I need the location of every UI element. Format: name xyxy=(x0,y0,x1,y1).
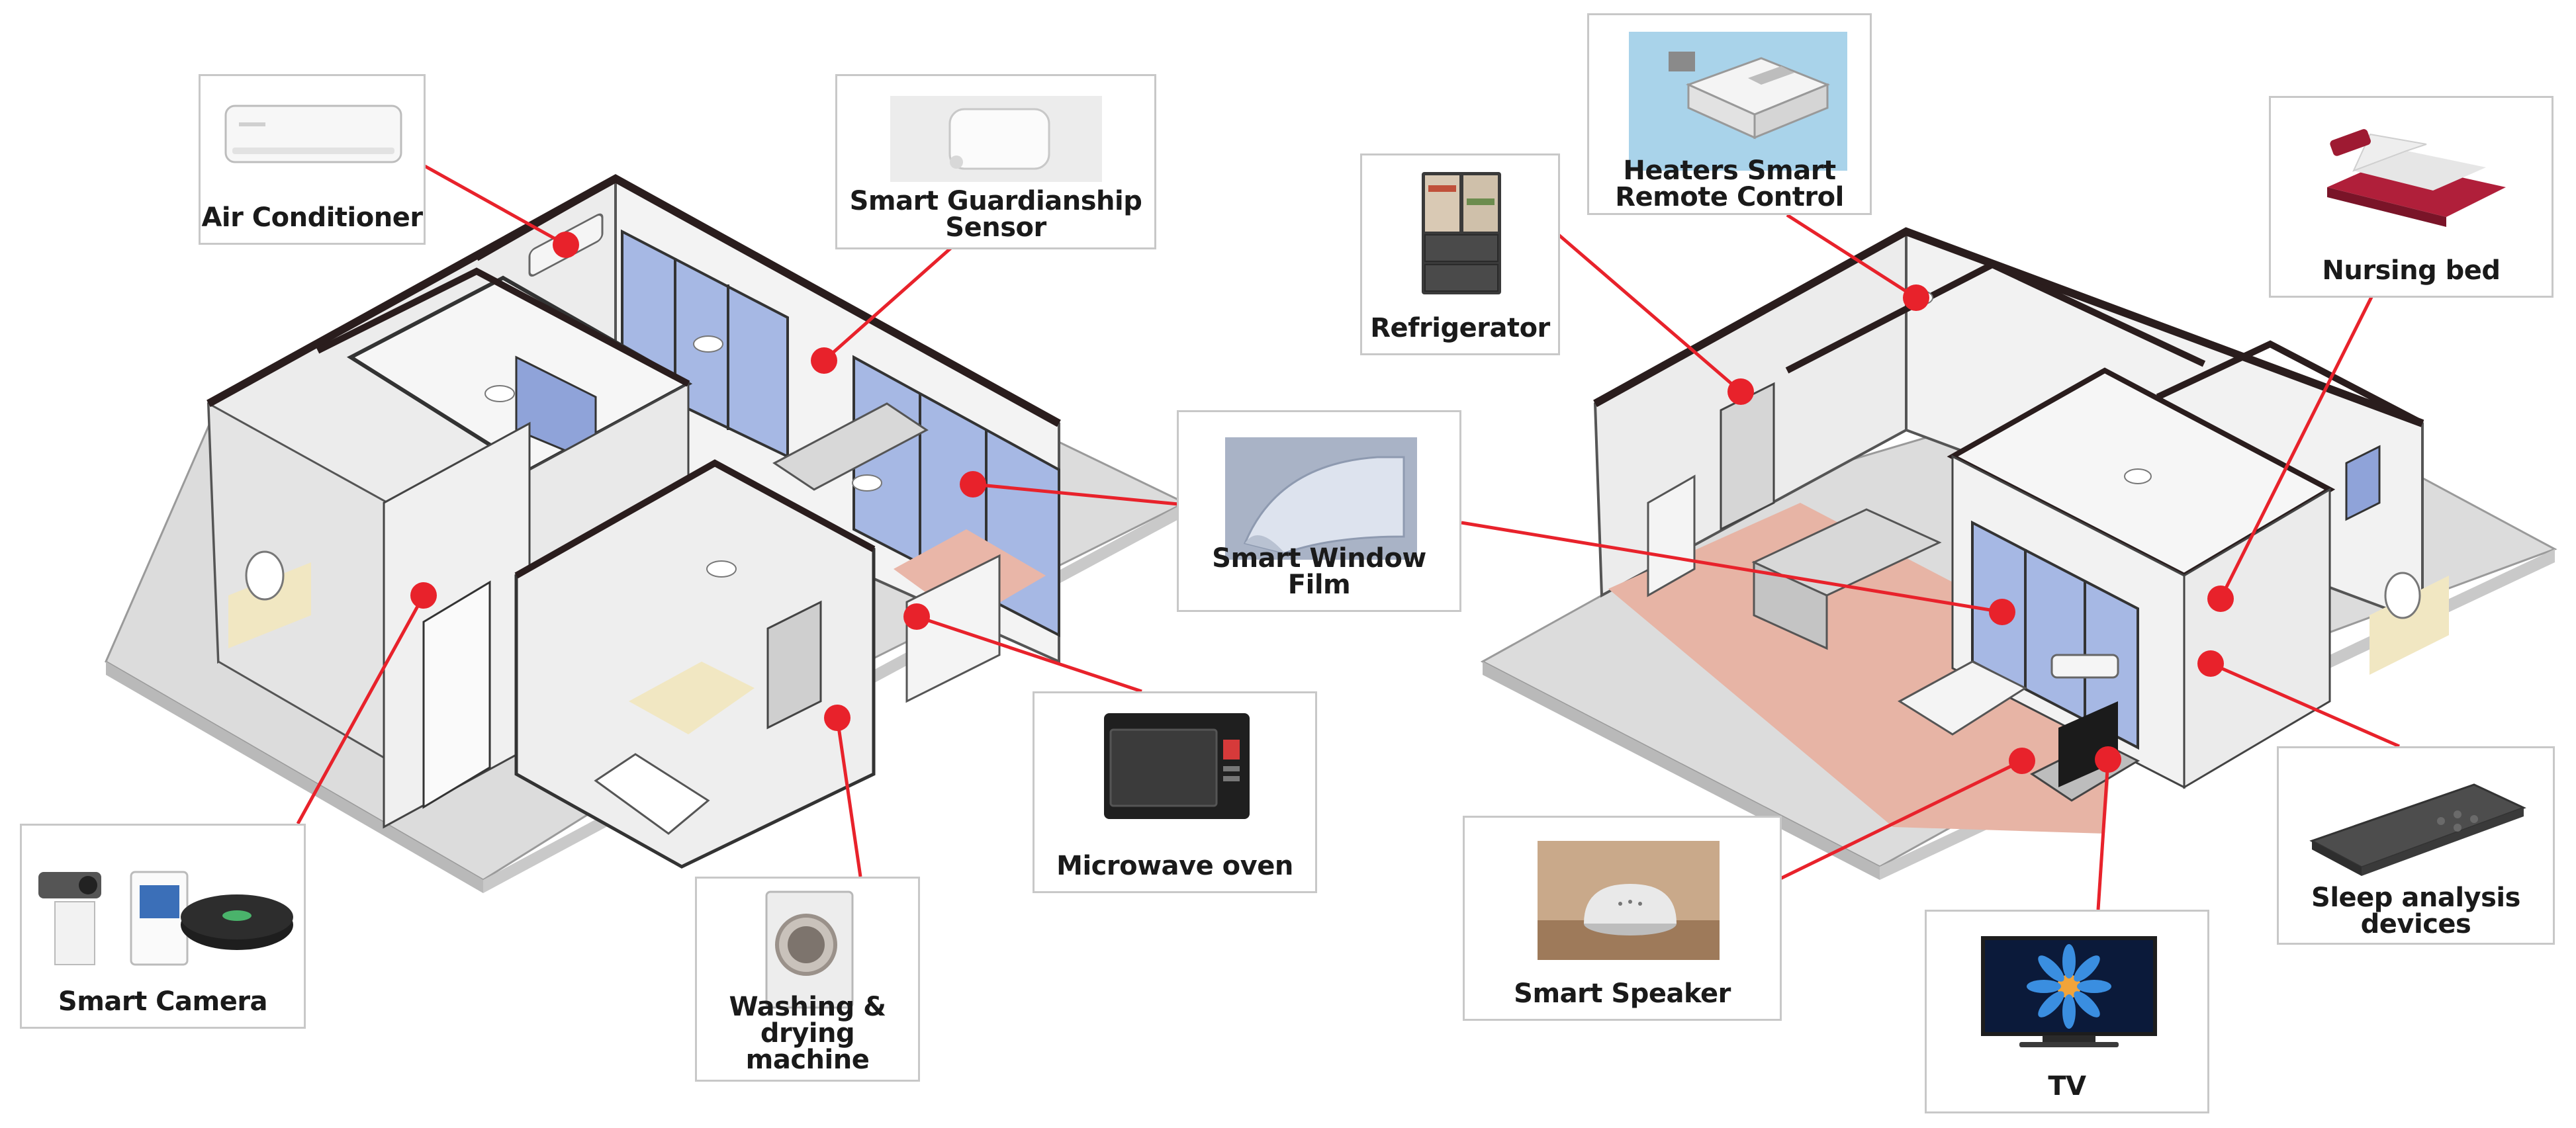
right-shelf xyxy=(1647,474,1696,597)
leader-refrigerator xyxy=(1557,234,1742,393)
callout-label: Refrigerator xyxy=(1370,313,1550,343)
callout-smart-camera: Smart Camera xyxy=(20,824,306,1029)
left-slab-edge xyxy=(106,662,483,893)
left-bathtub xyxy=(594,753,710,835)
callout-smart-guardianship-sensor: Smart Guardianship Sensor xyxy=(835,74,1156,249)
left-wall-tops-2 xyxy=(475,175,618,261)
ceiling-heater-icon xyxy=(1629,32,1847,171)
leader-nursing-bed xyxy=(2219,293,2375,600)
right-wall-tops-3 xyxy=(2156,340,2424,427)
leader-air-conditioner xyxy=(422,163,567,247)
ceiling-lamp xyxy=(484,385,515,402)
marker-smart-guardianship-sensor xyxy=(811,347,837,374)
callout-washing-drying-machine: Washing & drying machine xyxy=(695,877,920,1082)
marker-smart-speaker xyxy=(2009,748,2035,774)
callout-heaters-smart-remote-control: Heaters Smart Remote Control xyxy=(1587,13,1872,215)
left-washer-unit xyxy=(766,600,822,730)
leader-smart-window-film-right xyxy=(1461,521,2003,614)
marker-heaters-remote xyxy=(1903,284,1929,311)
left-kitchen-counter xyxy=(772,402,929,491)
callout-sleep-analysis-devices: Sleep analysis devices xyxy=(2277,746,2555,945)
right-kitchen-island-side xyxy=(1753,560,1828,650)
leader-smart-speaker xyxy=(1779,759,2023,881)
right-ac-unit xyxy=(2050,654,2119,679)
callout-refrigerator: Refrigerator xyxy=(1360,153,1560,355)
leader-sleep-analysis xyxy=(2209,662,2401,748)
right-fridge-block xyxy=(1720,382,1775,531)
callout-nursing-bed: Nursing bed xyxy=(2269,96,2553,298)
leader-microwave-oven xyxy=(916,615,1142,693)
ceiling-lamp xyxy=(706,560,737,578)
right-wall-tops xyxy=(1593,227,2424,427)
right-sofa xyxy=(1898,660,2028,736)
marker-microwave-oven xyxy=(903,603,930,630)
callout-label: Microwave oven xyxy=(1056,851,1293,881)
callout-label: TV xyxy=(2048,1071,2086,1102)
right-glass-door xyxy=(1971,520,2139,750)
sleep-mat-icon xyxy=(2309,783,2526,876)
right-toilet-floor xyxy=(2369,576,2449,675)
left-wall-tops-4 xyxy=(316,267,690,387)
device-markers xyxy=(410,232,2234,774)
marker-smart-camera xyxy=(410,582,437,609)
callout-label: Smart Camera xyxy=(58,986,268,1017)
leader-lines xyxy=(296,163,2401,910)
callout-air-conditioner: Air Conditioner xyxy=(199,74,426,245)
callout-label: Smart Guardianship Sensor xyxy=(849,186,1142,243)
marker-smart-window-film-left xyxy=(960,471,986,498)
callout-smart-window-film: Smart Window Film xyxy=(1177,410,1461,612)
marker-sleep-analysis xyxy=(2197,650,2224,677)
callout-label: Sleep analysis devices xyxy=(2311,883,2520,939)
callout-microwave-oven: Microwave oven xyxy=(1033,691,1317,893)
ceiling-lamp xyxy=(693,335,723,353)
marker-tv xyxy=(2095,746,2121,773)
air-conditioner-icon xyxy=(224,105,402,163)
washing-machine-icon xyxy=(765,890,854,1009)
leader-smart-camera xyxy=(296,594,426,825)
callout-label: Air Conditioner xyxy=(201,202,423,233)
marker-air-conditioner xyxy=(553,232,579,258)
callout-label: Smart Window Film xyxy=(1212,543,1426,600)
refrigerator-icon xyxy=(1422,172,1501,294)
marker-nursing-bed xyxy=(2207,586,2234,612)
right-small-window xyxy=(2345,445,2381,521)
left-apartment-model xyxy=(105,174,1187,893)
left-closet xyxy=(422,580,491,809)
ceiling-lamp xyxy=(2124,468,2152,484)
leader-smart-window-film-left xyxy=(972,482,1179,506)
microwave-icon xyxy=(1104,713,1250,819)
callout-label: Nursing bed xyxy=(2322,255,2501,286)
right-wall-tops-2 xyxy=(1785,261,2206,374)
left-toilet-floor xyxy=(228,562,311,648)
leader-tv xyxy=(2096,759,2110,910)
marker-refrigerator xyxy=(1727,378,1754,405)
callout-label: Heaters Smart Remote Control xyxy=(1615,155,1844,212)
right-living-floor xyxy=(1608,503,2118,834)
callout-label: Washing & drying machine xyxy=(729,992,886,1075)
leader-heaters-remote xyxy=(1786,213,1917,300)
right-toilet xyxy=(2384,572,2421,619)
callout-tv: TV xyxy=(1925,910,2209,1113)
ceiling-lamp xyxy=(852,474,882,492)
left-bath-floor xyxy=(629,662,755,734)
tv-icon xyxy=(1981,936,2157,1047)
camera-icon xyxy=(38,871,293,966)
sensor-icon xyxy=(890,96,1102,182)
leader-smart-guardianship-sensor xyxy=(823,245,954,362)
left-toilet xyxy=(245,550,285,601)
speaker-icon xyxy=(1538,841,1720,960)
left-wall-tops-3 xyxy=(514,459,876,579)
marker-washing-drying-machine xyxy=(824,705,851,731)
callout-smart-speaker: Smart Speaker xyxy=(1463,816,1782,1021)
marker-smart-window-film-right xyxy=(1989,599,2015,625)
window-film-icon xyxy=(1225,437,1417,560)
leader-washing-drying-machine xyxy=(835,717,862,877)
nursing-bed-icon xyxy=(2327,129,2506,227)
callout-label: Smart Speaker xyxy=(1514,978,1731,1009)
